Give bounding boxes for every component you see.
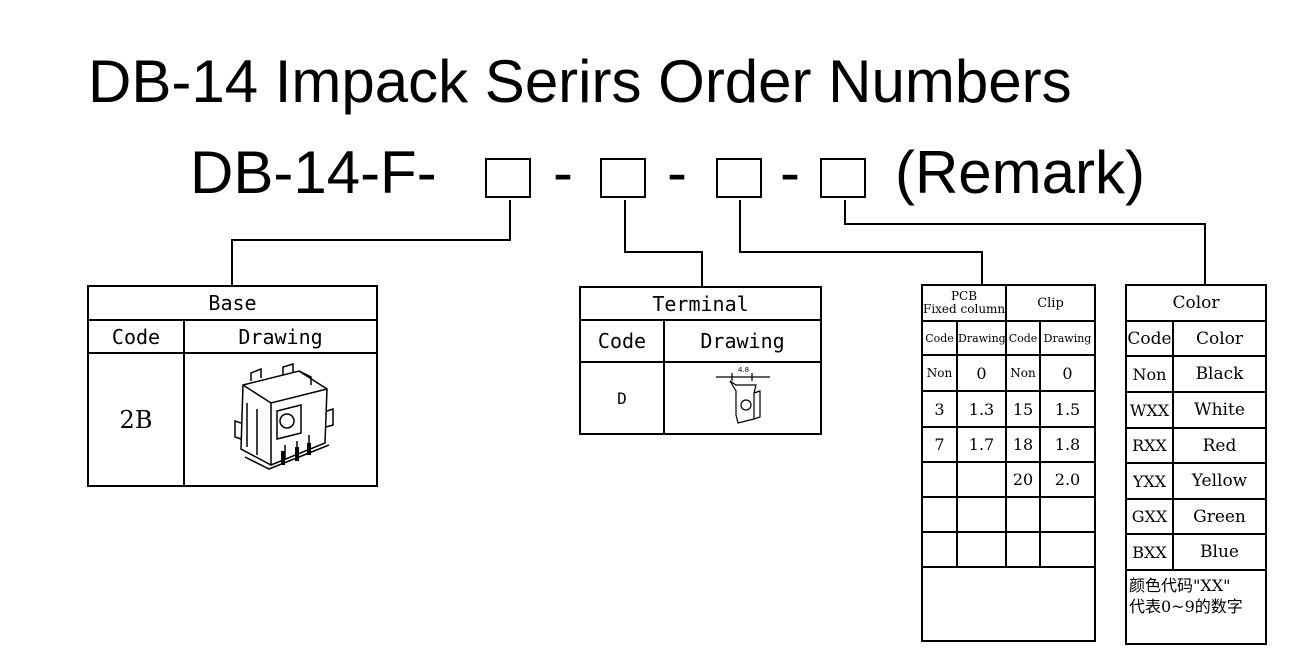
table-row: Non Black xyxy=(1125,355,1268,393)
base-code-slot xyxy=(485,158,531,198)
clip-drawing-cell: 0 xyxy=(1039,354,1096,392)
color-name-cell: Green xyxy=(1171,498,1268,535)
base-table-title: Base xyxy=(86,285,379,321)
column-header-color: Color xyxy=(1171,320,1268,357)
pcb-drawing-cell: 0 xyxy=(956,354,1007,392)
terminal-code-cell: D xyxy=(579,361,665,435)
color-code-cell: BXX xyxy=(1125,533,1174,571)
clip-code-cell xyxy=(1005,531,1041,568)
pcb-drawing-cell xyxy=(956,496,1007,533)
base-drawing-cell xyxy=(182,352,379,487)
color-code-cell: RXX xyxy=(1125,427,1174,464)
pcb-header-line2: Fixed column xyxy=(923,302,1006,316)
connector-pcb-clip xyxy=(739,200,983,286)
terminal-table-title: Terminal xyxy=(578,286,823,321)
color-name-cell: Blue xyxy=(1171,533,1268,571)
table-row: GXX Green xyxy=(1125,498,1268,535)
clip-drawing-cell xyxy=(1039,496,1096,533)
color-code-cell: YXX xyxy=(1125,462,1174,500)
pcb-drawing-header: Drawing xyxy=(956,320,1007,356)
order-prefix: DB-14-F- xyxy=(190,139,437,206)
clip-code-cell: 15 xyxy=(1005,390,1041,428)
pcb-drawing-cell: 1.3 xyxy=(956,390,1007,428)
clip-code-cell xyxy=(1005,496,1041,533)
pcb-code-cell xyxy=(921,461,958,498)
order-remark: (Remark) xyxy=(895,139,1145,206)
table-row: 3 1.3 15 1.5 xyxy=(921,390,1096,428)
clip-code-header: Code xyxy=(1005,320,1041,356)
table-row: YXX Yellow xyxy=(1125,462,1268,500)
connector-base xyxy=(231,200,511,286)
color-note-line1: 颜色代码"XX" xyxy=(1129,576,1231,595)
table-row: Non 0 Non 0 xyxy=(921,354,1096,392)
clip-code-cell: 20 xyxy=(1005,461,1041,498)
pcb-code-cell xyxy=(921,496,958,533)
order-separator: - xyxy=(667,139,687,206)
color-table: Color Code Color Non Black WXX White RXX… xyxy=(1124,284,1268,645)
pcb-header: PCB Fixed column xyxy=(921,284,1007,322)
color-note: 颜色代码"XX" 代表0~9的数字 xyxy=(1124,569,1268,645)
terminal-icon: 4.8 xyxy=(715,366,770,424)
base-code-cell: 2B xyxy=(87,352,185,487)
pcb-drawing-cell: 1.7 xyxy=(956,426,1007,463)
color-note-line2: 代表0~9的数字 xyxy=(1129,597,1243,616)
pcb-code-cell: 3 xyxy=(921,390,958,428)
column-header-code: Code xyxy=(1125,320,1174,357)
order-separator: - xyxy=(553,139,573,206)
terminal-code-slot xyxy=(600,158,646,198)
table-row: 7 1.7 18 1.8 xyxy=(921,426,1096,463)
table-row xyxy=(921,531,1096,568)
column-header-code: Code xyxy=(579,319,665,363)
table-row: BXX Blue xyxy=(1125,533,1268,571)
color-code-cell: GXX xyxy=(1125,498,1174,535)
clip-header: Clip xyxy=(1005,284,1096,322)
clip-drawing-cell: 2.0 xyxy=(1039,461,1096,498)
table-row: RXX Red xyxy=(1125,427,1268,464)
color-code-slot xyxy=(820,158,866,198)
pcb-code-header: Code xyxy=(921,320,958,356)
clip-drawing-cell: 1.5 xyxy=(1039,390,1096,428)
table-row: WXX White xyxy=(1125,391,1268,429)
page-title: DB-14 Impack Serirs Order Numbers xyxy=(88,48,1072,115)
clip-code-cell: 18 xyxy=(1005,426,1041,463)
pcb-code-cell xyxy=(921,531,958,568)
color-name-cell: Yellow xyxy=(1171,462,1268,500)
table-row xyxy=(921,496,1096,533)
table-row: 20 2.0 xyxy=(921,461,1096,498)
color-name-cell: Red xyxy=(1171,427,1268,464)
column-header-drawing: Drawing xyxy=(182,319,379,354)
pcb-drawing-cell xyxy=(956,531,1007,568)
column-header-code: Code xyxy=(87,319,185,354)
pcb-code-cell: Non xyxy=(921,354,958,392)
pcb-header-line1: PCB xyxy=(950,289,978,303)
color-name-cell: Black xyxy=(1171,355,1268,393)
clip-drawing-cell: 1.8 xyxy=(1039,426,1096,463)
clip-drawing-header: Drawing xyxy=(1039,320,1096,356)
color-name-cell: White xyxy=(1171,391,1268,429)
clip-drawing-cell xyxy=(1039,531,1096,568)
terminal-dimension-label: 4.8 xyxy=(738,366,749,374)
color-table-title: Color xyxy=(1124,284,1268,322)
column-header-drawing: Drawing xyxy=(662,319,823,363)
terminal-table: Terminal Code Drawing D 4.8 xyxy=(578,286,823,435)
pcb-drawing-cell xyxy=(956,461,1007,498)
pcb-code-cell: 7 xyxy=(921,426,958,463)
switch-housing-icon xyxy=(233,362,334,470)
order-separator: - xyxy=(780,139,800,206)
pcb-clip-footer xyxy=(921,566,1096,642)
clip-code-cell: Non xyxy=(1005,354,1041,392)
connector-color xyxy=(844,200,1206,286)
color-code-cell: Non xyxy=(1125,355,1174,393)
pcb-clip-table: PCB Fixed column Clip Code Drawing Code … xyxy=(921,284,1096,642)
color-code-cell: WXX xyxy=(1125,391,1174,429)
base-table: Base Code Drawing 2B xyxy=(86,285,379,487)
connector-terminal xyxy=(624,200,703,287)
terminal-drawing-cell: 4.8 xyxy=(662,361,823,435)
pcb-clip-code-slot xyxy=(716,158,762,198)
